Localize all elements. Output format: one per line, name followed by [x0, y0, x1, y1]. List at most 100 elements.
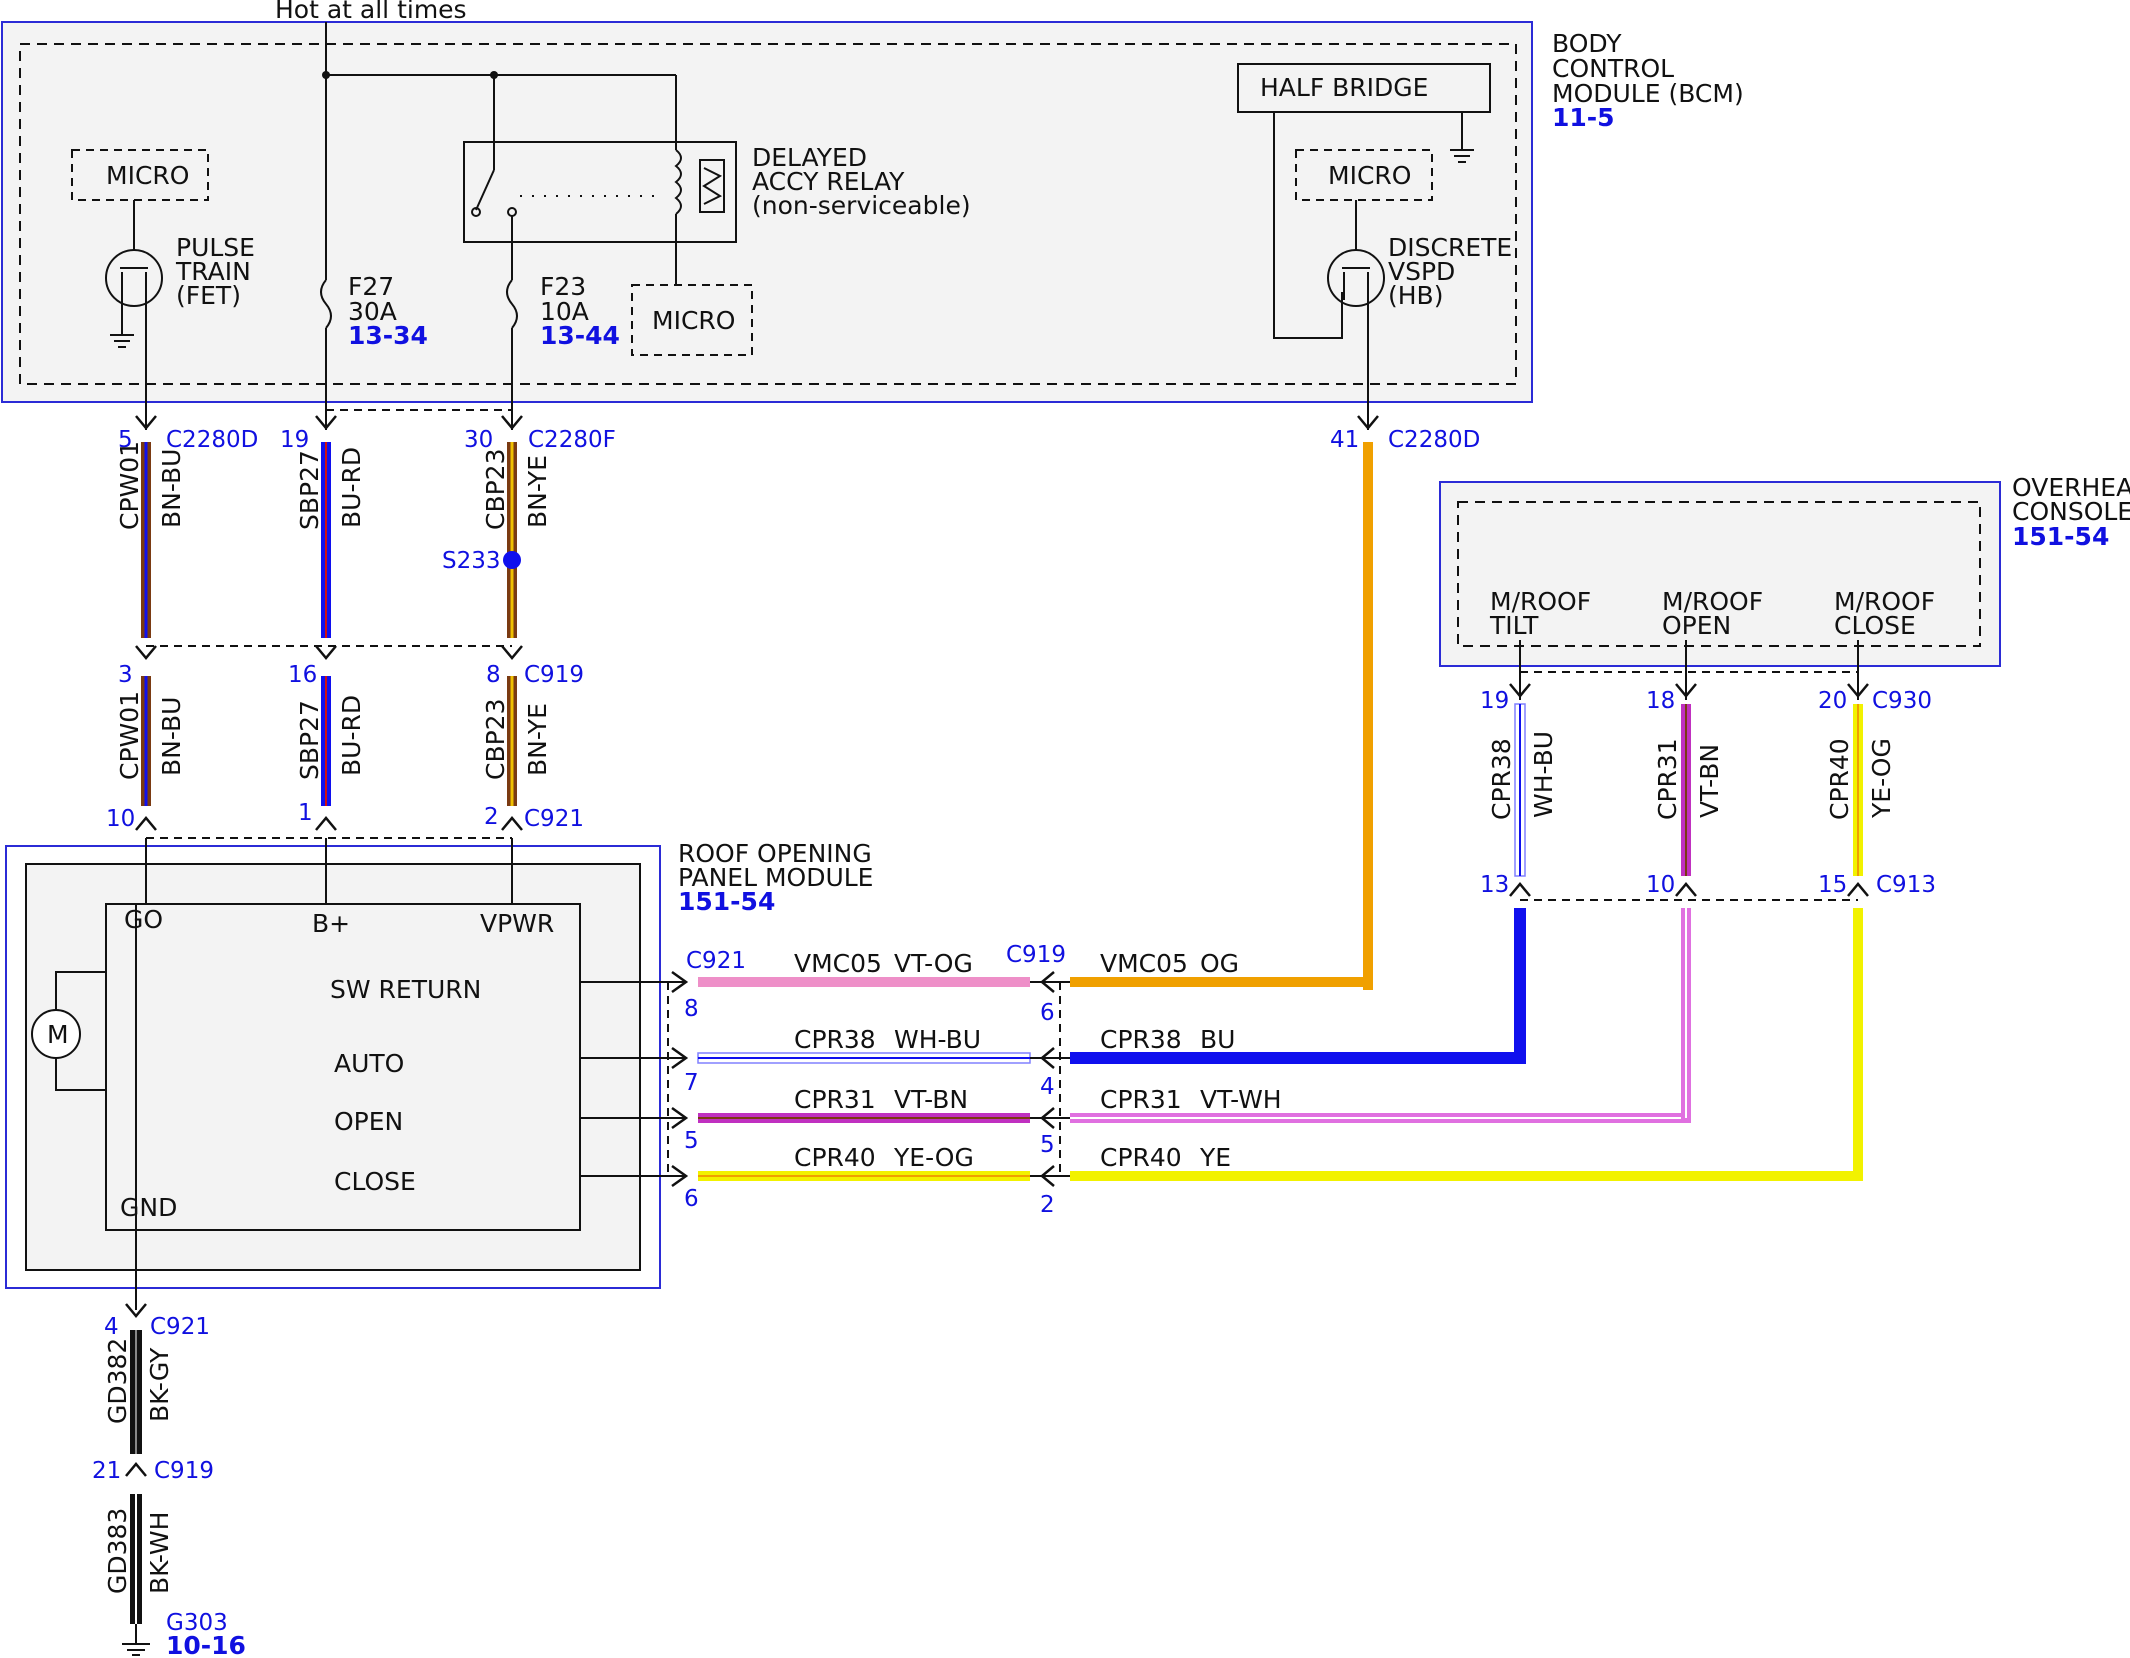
ropm-ref: 151-54	[678, 887, 775, 916]
wire-cpr40-ye-label: YE	[1199, 1143, 1231, 1172]
c921-arrows	[135, 816, 523, 831]
wire-cpr38-whbu-vertical	[1514, 703, 1526, 877]
vpwr-label: VPWR	[480, 909, 554, 938]
hpin-5b: 5	[1040, 1132, 1055, 1158]
bcm-ref: 11-5	[1552, 103, 1615, 132]
wire-cpr40-id-right: CPR40	[1100, 1143, 1182, 1172]
pin-8: 8	[486, 662, 501, 688]
wire-vmc05-id-right: VMC05	[1100, 949, 1188, 978]
wire-cpw01-id-lower: CPW01	[115, 691, 144, 780]
wire-gd382-id: GD382	[103, 1338, 132, 1424]
bcm-label-2: CONTROL	[1552, 54, 1674, 83]
bcm-label-3: MODULE (BCM)	[1552, 79, 1744, 108]
ground-c921-arrow	[125, 1303, 147, 1318]
wire-cpr31-id-right: CPR31	[1100, 1085, 1182, 1114]
overhead-inner-dashed	[1457, 501, 1981, 647]
wire-gd382-color: BK-GY	[145, 1347, 174, 1422]
opin-19: 19	[1480, 688, 1509, 714]
open-label: OPEN	[334, 1107, 403, 1136]
connector-c913: C913	[1876, 872, 1936, 898]
bcm-label-1: BODY	[1552, 29, 1622, 58]
connector-c2280d-left: C2280D	[166, 427, 258, 453]
connector-c919-right: C919	[1006, 942, 1066, 968]
ground-c919-arrow	[125, 1462, 147, 1477]
wire-cpr40-id: CPR40	[794, 1143, 876, 1172]
connector-c919-ground: C919	[154, 1458, 214, 1484]
hpin-5a: 5	[684, 1128, 699, 1154]
fuse-f23	[506, 279, 518, 329]
hpin-4: 4	[1040, 1074, 1055, 1100]
gpin-4: 4	[104, 1314, 119, 1340]
bplus-label: B+	[312, 909, 350, 938]
ropm-label-1: ROOF OPENING	[678, 839, 872, 868]
wire-vmc05-color: VT-OG	[894, 949, 973, 978]
discrete-label-3: (HB)	[1388, 281, 1443, 310]
wire-cbp23-id-lower: CBP23	[481, 699, 510, 781]
wire-cpr31-vtbn-vertical	[1681, 704, 1691, 876]
bcm-connector-arrows	[135, 415, 1379, 430]
wire-cpr38-id-v: CPR38	[1487, 738, 1516, 820]
pin-10: 10	[106, 806, 135, 832]
hot-label: Hot at all times	[275, 0, 467, 24]
wire-cpr40-yeog	[698, 1171, 1030, 1181]
f27-label: F27	[348, 272, 394, 301]
wire-cpr38-bu-label: BU	[1200, 1025, 1235, 1054]
gnd-label: GND	[120, 1193, 177, 1222]
wire-gd383-id: GD383	[103, 1508, 132, 1594]
relay-switch-arm	[475, 169, 495, 211]
pulse-label-3: (FET)	[176, 281, 241, 310]
splice-s233	[503, 551, 521, 569]
pulse-label-2: TRAIN	[175, 257, 251, 286]
connector-c921-ground: C921	[150, 1314, 210, 1340]
ropm-label-2: PANEL MODULE	[678, 863, 873, 892]
connector-c930: C930	[1872, 688, 1932, 714]
mroof-tilt-1: M/ROOF	[1490, 587, 1591, 616]
hb-feedback-line	[1273, 112, 1343, 339]
relay-label-1: DELAYED	[752, 143, 867, 172]
wire-cpr31-vtbn	[698, 1113, 1030, 1123]
half-bridge-box	[1237, 63, 1491, 113]
relay-label-3: (non-serviceable)	[752, 191, 971, 220]
wire-vmc05-vtog	[698, 977, 1030, 987]
relay-box	[463, 141, 737, 243]
relay-resistor	[702, 167, 723, 205]
wire-gd383-color: BK-WH	[145, 1512, 174, 1594]
gpin-21: 21	[92, 1458, 121, 1484]
micro-box-relay	[631, 284, 753, 356]
mroof-open-2: OPEN	[1662, 611, 1731, 640]
hpin-6: 6	[1040, 1000, 1055, 1026]
wire-cpw01-color: BN-BU	[157, 449, 186, 528]
mroof-close-2: CLOSE	[1834, 611, 1916, 640]
splice-s233-label: S233	[442, 548, 501, 574]
wire-cbp23-color: BN-YE	[523, 455, 552, 528]
ropm-logic-box	[105, 903, 581, 1231]
c921-right-arrows	[671, 970, 689, 1188]
pin-19: 19	[280, 427, 309, 453]
fuse-f27	[320, 279, 332, 329]
pin-2: 2	[484, 804, 499, 830]
hot-junction	[322, 71, 330, 79]
wire-cpr40-yeog-vertical	[1853, 704, 1863, 876]
auto-label: AUTO	[334, 1049, 404, 1078]
wire-sbp27-upper	[321, 442, 331, 638]
wire-cpw01-id: CPW01	[115, 441, 144, 530]
pin-1: 1	[298, 800, 313, 826]
wire-cpr31-vtwh-label: VT-WH	[1200, 1085, 1282, 1114]
wire-sbp27-id: SBP27	[295, 450, 324, 530]
micro-label-right: MICRO	[1328, 161, 1411, 190]
wire-cpr38-color: WH-BU	[894, 1025, 981, 1054]
opin-10: 10	[1646, 872, 1675, 898]
wire-sbp27-color-lower: BU-RD	[337, 695, 366, 776]
wire-cbp23-id: CBP23	[481, 449, 510, 531]
go-label: GO	[124, 905, 163, 934]
f27-ref: 13-34	[348, 321, 428, 350]
hpin-2: 2	[1040, 1192, 1055, 1218]
connector-c921-right: C921	[686, 948, 746, 974]
pin-3: 3	[118, 662, 133, 688]
pin-41: 41	[1330, 427, 1359, 453]
motor-icon	[31, 1009, 81, 1059]
overhead-label-1: OVERHEAD	[2012, 473, 2130, 502]
close-label: CLOSE	[334, 1167, 416, 1196]
wire-cbp23-lower	[507, 676, 517, 806]
